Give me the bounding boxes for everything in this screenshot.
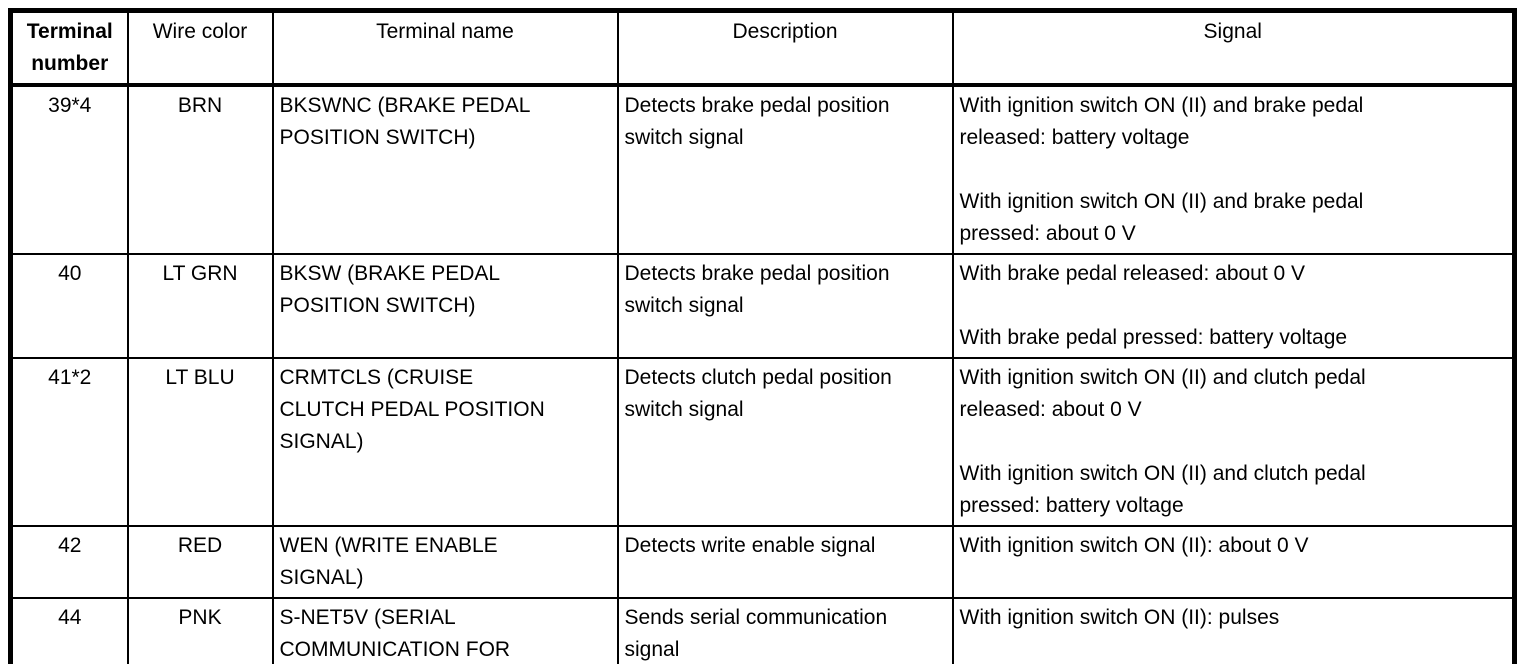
cell-terminal-number: 41*2 [9,357,129,527]
header-wire-color: Wire color [126,9,274,87]
cell-wire-color: RED [126,525,274,599]
cell-terminal-name: S-NET5V (SERIAL COMMUNICATION FOR IMMOBI… [271,597,619,664]
table-row: 42 RED WEN (WRITE ENABLE SIGNAL) Detects… [9,525,1516,599]
cell-description: Sends serial communication signal [616,597,954,664]
cell-terminal-name: BKSWNC (BRAKE PEDAL POSITION SWITCH) [271,84,619,255]
cell-signal: With ignition switch ON (II): about 0 V [951,525,1516,599]
table-row: 44 PNK S-NET5V (SERIAL COMMUNICATION FOR… [9,597,1516,664]
cell-signal: With ignition switch ON (II) and clutch … [951,357,1516,527]
cell-description: Detects brake pedal position switch sign… [616,84,954,255]
cell-terminal-number: 42 [9,525,129,599]
cell-wire-color: PNK [126,597,274,664]
cell-signal: With ignition switch ON (II) and brake p… [951,84,1516,255]
header-terminal-number: Terminal number [9,9,129,87]
cell-terminal-name: BKSW (BRAKE PEDAL POSITION SWITCH) [271,253,619,359]
table-row: 40 LT GRN BKSW (BRAKE PEDAL POSITION SWI… [9,253,1516,359]
header-signal: Signal [951,9,1516,87]
cell-terminal-number: 44 [9,597,129,664]
cell-wire-color: LT BLU [126,357,274,527]
cell-description: Detects write enable signal [616,525,954,599]
cell-signal: With brake pedal released: about 0 V Wit… [951,253,1516,359]
cell-wire-color: LT GRN [126,253,274,359]
cell-description: Detects clutch pedal position switch sig… [616,357,954,527]
ecm-terminal-table: Terminal number Wire color Terminal name… [8,8,1517,664]
header-terminal-name: Terminal name [271,9,619,87]
cell-terminal-name: WEN (WRITE ENABLE SIGNAL) [271,525,619,599]
cell-terminal-number: 40 [9,253,129,359]
table-row: 41*2 LT BLU CRMTCLS (CRUISE CLUTCH PEDAL… [9,357,1516,527]
cell-terminal-number: 39*4 [9,84,129,255]
cell-terminal-name: CRMTCLS (CRUISE CLUTCH PEDAL POSITION SI… [271,357,619,527]
cell-description: Detects brake pedal position switch sign… [616,253,954,359]
table-row: 39*4 BRN BKSWNC (BRAKE PEDAL POSITION SW… [9,84,1516,255]
cell-signal: With ignition switch ON (II): pulses Wit… [951,597,1516,664]
header-description: Description [616,9,954,87]
header-row: Terminal number Wire color Terminal name… [9,9,1516,87]
cell-wire-color: BRN [126,84,274,255]
